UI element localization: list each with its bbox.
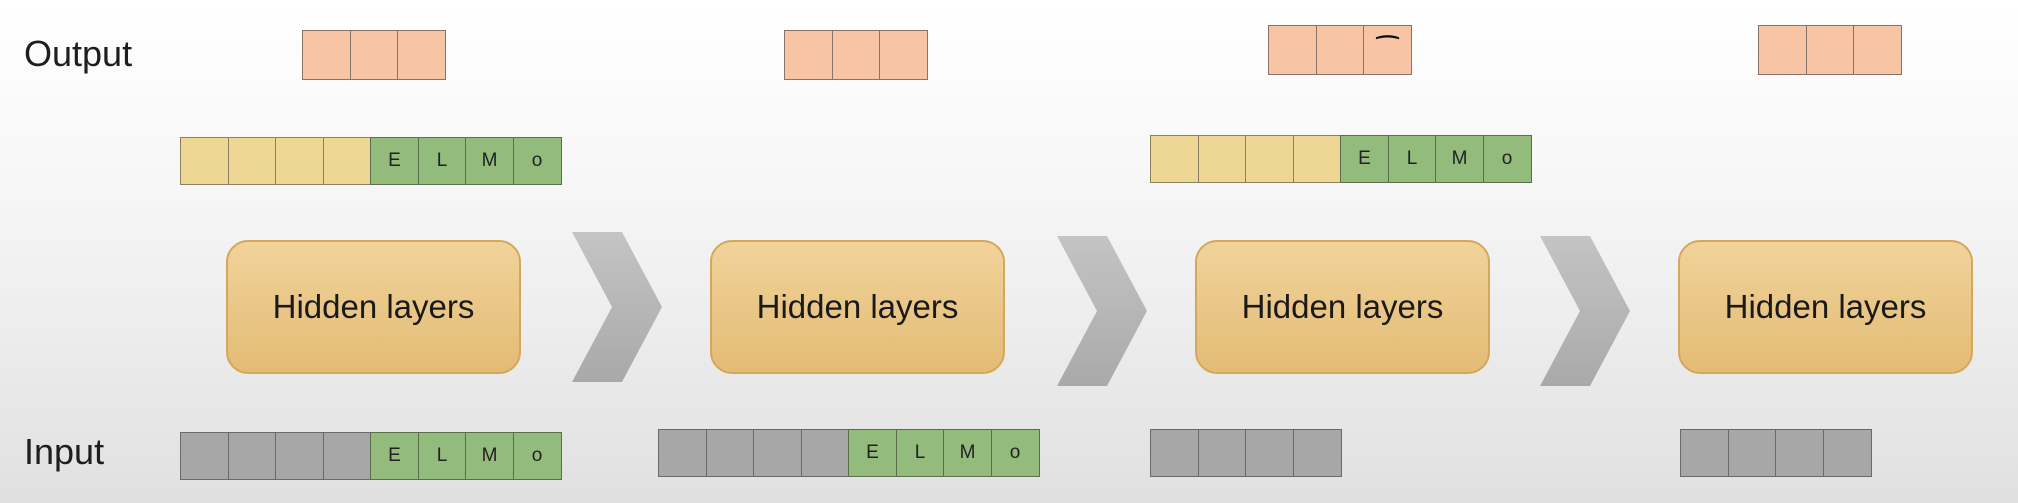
- context-cell: [180, 137, 229, 185]
- output-vector-1: [302, 30, 446, 80]
- context-cell: [1197, 135, 1247, 183]
- input-cell: [658, 429, 707, 477]
- output-cell: [1758, 25, 1807, 75]
- output-label: Output: [24, 33, 133, 74]
- output-cell: [1805, 25, 1855, 75]
- elmo-cell-e: E: [370, 137, 419, 185]
- chevron-right-icon: [572, 232, 662, 382]
- input-cell: [322, 432, 372, 480]
- input-cell: [275, 432, 324, 480]
- input-vector-1: E L M o: [180, 432, 562, 480]
- input-cell: [1292, 429, 1342, 477]
- elmo-cell-m: M: [1435, 135, 1484, 183]
- input-cell: [1822, 429, 1872, 477]
- input-vector-2: E L M o: [658, 429, 1040, 477]
- input-label: Input: [24, 431, 105, 472]
- output-cell: ⁀: [1363, 25, 1412, 75]
- elmo-cell-l: L: [1387, 135, 1437, 183]
- chevron-right-icon: [1540, 236, 1630, 386]
- context-cell: [1245, 135, 1294, 183]
- elmo-cell-o: o: [512, 137, 562, 185]
- hidden-layers-box-2: Hidden layers: [710, 240, 1005, 374]
- input-cell: [1197, 429, 1247, 477]
- input-cell: [753, 429, 802, 477]
- context-cell: [322, 137, 372, 185]
- input-cell: [180, 432, 229, 480]
- input-cell: [1727, 429, 1777, 477]
- elmo-cell-e: E: [848, 429, 897, 477]
- elmo-cell-o: o: [1482, 135, 1532, 183]
- output-cell: [831, 30, 881, 80]
- output-cell: [1268, 25, 1317, 75]
- elmo-cell-l: L: [417, 137, 467, 185]
- elmo-cell-m: M: [465, 137, 514, 185]
- context-cell: [275, 137, 324, 185]
- hidden-layers-box-4: Hidden layers: [1678, 240, 1973, 374]
- input-cell: [705, 429, 755, 477]
- input-cell: [1680, 429, 1729, 477]
- output-cell: [879, 30, 928, 80]
- hidden-layers-box-3: Hidden layers: [1195, 240, 1490, 374]
- input-cell: [1150, 429, 1199, 477]
- output-vector-4: [1758, 25, 1902, 75]
- output-cell: [349, 30, 399, 80]
- output-cell: [302, 30, 351, 80]
- input-vector-3: [1150, 429, 1342, 477]
- input-cell: [1775, 429, 1824, 477]
- input-cell: [1245, 429, 1294, 477]
- output-cell: [1853, 25, 1902, 75]
- context-cell: [227, 137, 277, 185]
- elmo-cell-o: o: [512, 432, 562, 480]
- context-vector-3: E L M o: [1150, 135, 1532, 183]
- chevron-right-icon: [1057, 236, 1147, 386]
- output-cell: [1315, 25, 1365, 75]
- hidden-layers-box-1: Hidden layers: [226, 240, 521, 374]
- elmo-cell-l: L: [895, 429, 945, 477]
- elmo-cell-e: E: [1340, 135, 1389, 183]
- context-cell: [1292, 135, 1342, 183]
- output-vector-3: ⁀: [1268, 25, 1412, 75]
- elmo-cell-l: L: [417, 432, 467, 480]
- context-cell: [1150, 135, 1199, 183]
- output-cell: [784, 30, 833, 80]
- elmo-cell-m: M: [943, 429, 992, 477]
- elmo-cell-m: M: [465, 432, 514, 480]
- input-cell: [227, 432, 277, 480]
- elmo-cell-e: E: [370, 432, 419, 480]
- elmo-cell-o: o: [990, 429, 1040, 477]
- context-vector-1: E L M o: [180, 137, 562, 185]
- input-cell: [800, 429, 850, 477]
- output-vector-2: [784, 30, 928, 80]
- output-cell: [397, 30, 446, 80]
- output-mark: ⁀: [1376, 34, 1399, 65]
- input-vector-4: [1680, 429, 1872, 477]
